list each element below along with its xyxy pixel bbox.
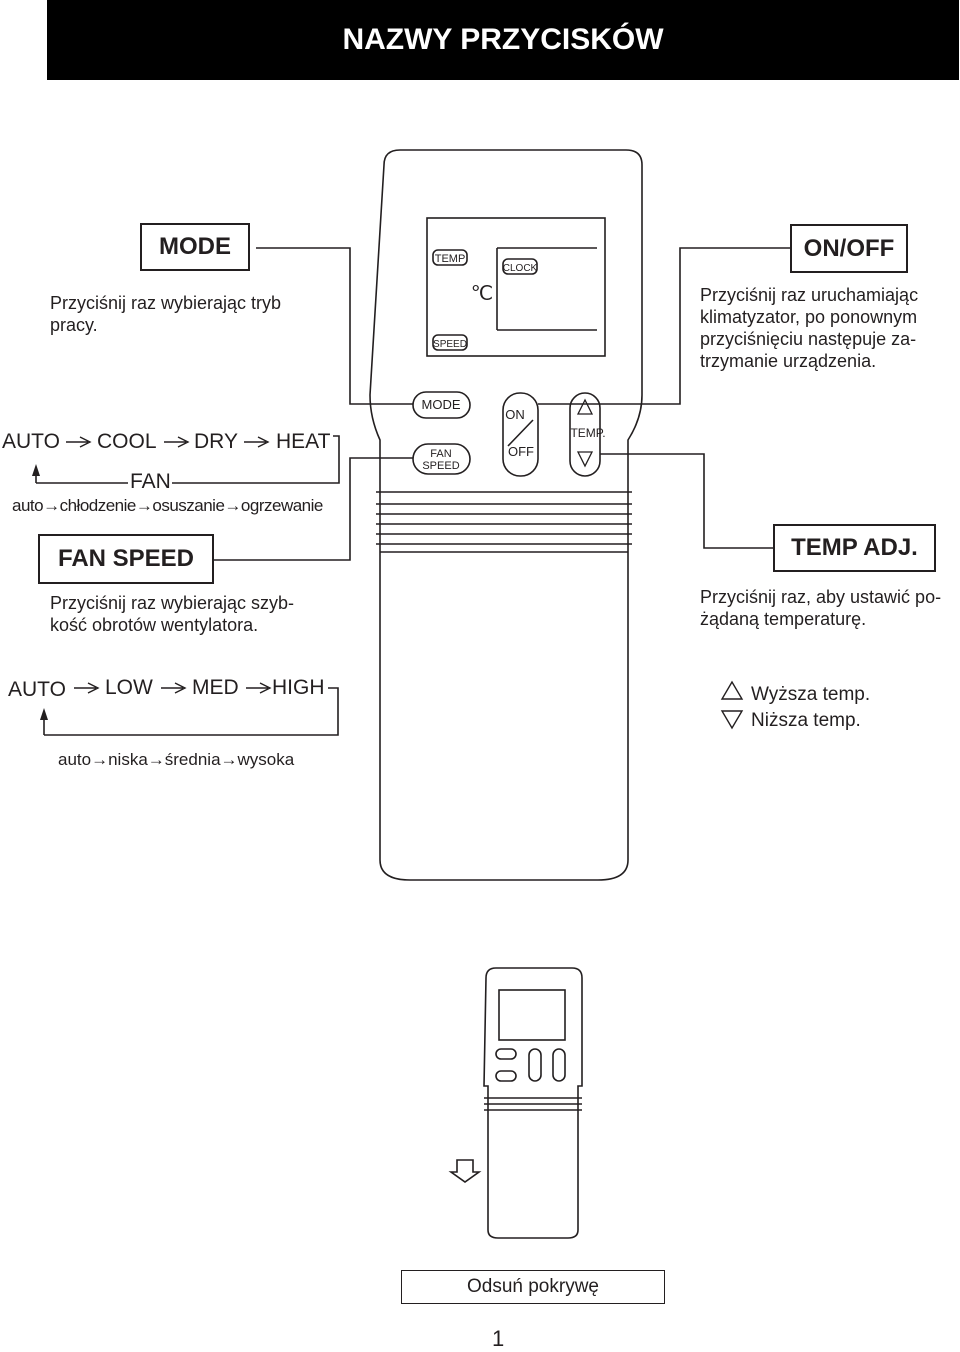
fan-seq-auto: AUTO bbox=[8, 678, 66, 701]
fan-speed-description-2: kość obrotów wentylatora. bbox=[50, 615, 259, 635]
fan-seq-med: MED bbox=[192, 676, 239, 699]
page-number: 1 bbox=[492, 1326, 505, 1351]
remote-off-label: OFF bbox=[508, 444, 534, 459]
mode-label: MODE bbox=[140, 223, 250, 271]
temp-up-label: Wyższa temp. bbox=[751, 684, 871, 705]
onoff-description-3: przyciśnięciu następuje za- bbox=[700, 329, 917, 349]
display-unit: ℃ bbox=[471, 283, 493, 305]
mode-seq-cool: COOL bbox=[97, 430, 157, 453]
mode-sequence-polish: auto→chłodzenie→osuszanie→ogrzewanie bbox=[12, 496, 323, 515]
remote-speed-label: SPEED bbox=[422, 460, 459, 472]
display-temp-label: TEMP bbox=[435, 253, 466, 265]
mode-seq-heat: HEAT bbox=[276, 430, 331, 453]
remote-on-label: ON bbox=[505, 407, 525, 422]
onoff-label: ON/OFF bbox=[790, 224, 908, 273]
slide-cover-label: Odsuń pokrywę bbox=[401, 1270, 665, 1304]
mode-description-1: Przyciśnij raz wybierając tryb bbox=[50, 293, 282, 313]
onoff-button-shape bbox=[502, 392, 539, 477]
display-temp-tag bbox=[432, 249, 468, 266]
remote-display bbox=[426, 217, 606, 357]
fan-speed-label: FAN SPEED bbox=[38, 534, 214, 584]
fan-speed-button-shape bbox=[412, 443, 471, 475]
mode-description-2: pracy. bbox=[50, 315, 98, 335]
display-clock-label: CLOCK bbox=[503, 263, 538, 274]
display-speed-label: SPEED bbox=[433, 339, 467, 350]
small-remote-body bbox=[483, 967, 583, 1239]
remote-mode-label: MODE bbox=[422, 397, 461, 412]
remote-fan-label: FAN bbox=[430, 448, 451, 460]
onoff-description-1: Przyciśnij raz uruchamiając bbox=[700, 285, 919, 305]
fan-seq-low: LOW bbox=[105, 676, 153, 699]
up-triangle-icon bbox=[720, 680, 744, 700]
temp-adj-label: TEMP ADJ. bbox=[773, 524, 936, 572]
temp-adj-description-1: Przyciśnij raz, aby ustawić po- bbox=[700, 587, 942, 607]
onoff-description-2: klimatyzator, po ponownym bbox=[700, 307, 918, 327]
mode-seq-dry: DRY bbox=[194, 430, 238, 453]
down-arrow-icon bbox=[448, 1159, 482, 1183]
down-triangle-icon bbox=[720, 710, 744, 730]
fan-speed-description-1: Przyciśnij raz wybierając szyb- bbox=[50, 593, 295, 613]
fan-seq-high: HIGH bbox=[272, 676, 325, 699]
mode-seq-fan: FAN bbox=[130, 470, 171, 493]
remote-temp-label: TEMP. bbox=[570, 426, 605, 440]
mode-button-shape bbox=[412, 391, 471, 419]
mode-seq-auto: AUTO bbox=[2, 430, 60, 453]
onoff-description-4: trzymanie urządzenia. bbox=[700, 351, 877, 371]
temp-button-shape bbox=[569, 392, 601, 477]
temp-down-label: Niższa temp. bbox=[751, 710, 861, 731]
display-speed-tag bbox=[432, 334, 468, 351]
display-clock-tag bbox=[502, 258, 538, 275]
remote-body bbox=[369, 149, 643, 881]
page-title: NAZWY PRZYCISKÓW bbox=[47, 0, 959, 80]
temp-adj-description-2: żądaną temperaturę. bbox=[700, 609, 867, 629]
fan-sequence-polish: auto→niska→średnia→wysoka bbox=[58, 750, 295, 769]
